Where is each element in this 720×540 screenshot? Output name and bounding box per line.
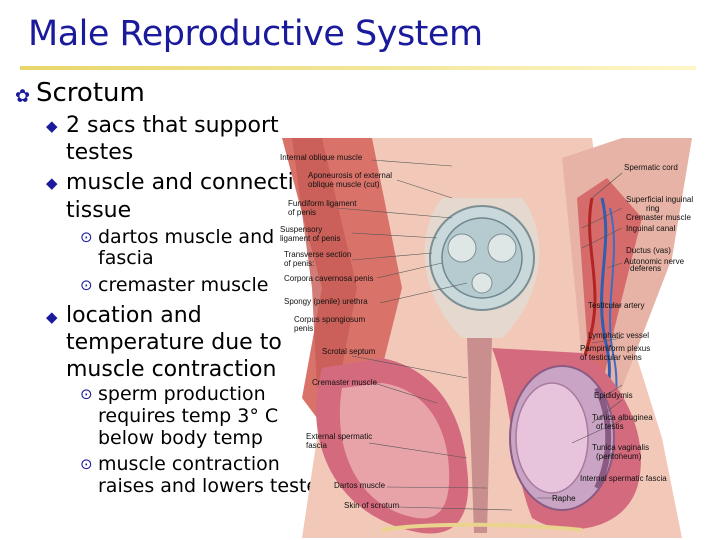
anatomy-drawing — [282, 138, 692, 538]
label-aponeurosis-line2: oblique muscle (cut) — [308, 180, 380, 189]
label-internal-oblique: Internal oblique muscle — [280, 153, 363, 162]
label-transverse-line1: Transverse section — [284, 250, 352, 259]
bullet-location-line1: location and — [66, 303, 202, 328]
bullet-support-line2: testes — [66, 140, 134, 165]
diamond-bullet-icon: ◆ — [46, 308, 58, 326]
label-dartos-muscle: Dartos muscle — [334, 481, 386, 490]
diamond-bullet-icon: ◆ — [46, 117, 58, 135]
circle-dot-bullet-icon: ⊙ — [80, 228, 93, 246]
label-transverse-line2: of penis: — [284, 259, 315, 268]
circle-dot-bullet-icon: ⊙ — [80, 455, 93, 473]
label-suspensory-line2: ligament of penis — [280, 234, 341, 243]
label-fundiform-line2: of penis — [288, 208, 317, 217]
label-superficial-ring-line1: Superficial inguinal — [626, 195, 694, 204]
label-ductus-line1: Ductus (vas) — [626, 246, 671, 255]
flourish-bullet-icon: ✿ — [15, 86, 31, 107]
label-spongy-urethra: Spongy (penile) urethra — [284, 297, 368, 306]
sub-sperm-line2: requires temp 3° C — [98, 405, 279, 427]
diamond-bullet-icon: ◆ — [46, 174, 58, 192]
label-external-spermatic-line2: fascia — [306, 441, 327, 450]
label-epididymis: Epididymis — [594, 391, 633, 400]
label-autonomic-nerve: Autonomic nerve — [624, 257, 685, 266]
label-internal-spermatic-fascia: Internal spermatic fascia — [580, 474, 667, 483]
label-testicular-artery: Testicular artery — [588, 301, 645, 310]
label-superficial-ring-line2: ring — [646, 204, 660, 213]
label-skin-of-scrotum: Skin of scrotum — [344, 501, 400, 510]
label-raphe: Raphe — [552, 494, 576, 503]
circle-dot-bullet-icon: ⊙ — [80, 276, 93, 294]
scrotum-anatomy-illustration: Internal oblique muscle Aponeurosis of e… — [262, 138, 702, 538]
sub-dartos-line2: fascia — [98, 247, 154, 269]
label-lymphatic-vessel: Lymphatic vessel — [588, 331, 650, 340]
label-ductus-line2: deferens — [630, 264, 662, 273]
sub-cremaster: cremaster muscle — [98, 274, 269, 296]
sub-contraction-line2: raises and lowers testes — [98, 475, 329, 497]
label-fundiform-line1: Fundiform ligament — [288, 199, 357, 208]
label-spermatic-cord: Spermatic cord — [624, 163, 678, 172]
label-suspensory-line1: Suspensory — [280, 225, 323, 234]
sub-sperm-line1: sperm production — [98, 383, 266, 405]
label-inguinal-canal: Inguinal canal — [626, 224, 676, 233]
bullet-support-line1: 2 sacs that support — [66, 113, 279, 138]
circle-dot-bullet-icon: ⊙ — [80, 385, 93, 403]
label-tunica-vaginalis-line1: Tunica vaginalis — [592, 443, 650, 452]
bullet-location-line3: muscle contraction — [66, 357, 277, 382]
title-underline — [20, 66, 696, 70]
label-corpora-cavernosa: Corpora cavernosa penis — [284, 274, 374, 283]
sub-contraction-line1: muscle contraction — [98, 453, 280, 475]
label-cremaster-right: Cremaster muscle — [626, 213, 691, 222]
sub-dartos-line1: dartos muscle and — [98, 226, 275, 248]
bullet-location-line2: temperature due to — [66, 330, 282, 355]
label-external-spermatic-line1: External spermatic — [306, 432, 373, 441]
label-tunica-vaginalis-line2: (peritoneum) — [596, 452, 642, 461]
label-tunica-albuginea-line1: Tunica albuginea — [592, 413, 653, 422]
label-corpus-spongiosum-line1: Corpus spongiosum — [294, 315, 366, 324]
bullet-tissue-line2: tissue — [66, 198, 132, 223]
label-corpus-spongiosum-line2: penis — [294, 324, 314, 333]
label-cremaster-muscle: Cremaster muscle — [312, 378, 377, 387]
label-aponeurosis-line1: Aponeurosis of external — [308, 171, 393, 180]
slide-title: Male Reproductive System — [28, 14, 483, 54]
label-tunica-albuginea-line2: of testis — [596, 422, 624, 431]
label-pampiniform-line2: of testicular veins — [580, 353, 642, 362]
level1-heading: Scrotum — [36, 78, 145, 108]
sub-sperm-line3: below body temp — [98, 427, 263, 449]
bullet-tissue-line1: muscle and connective — [66, 170, 321, 195]
label-pampiniform-line1: Pampiniform plexus — [580, 344, 651, 353]
label-scrotal-septum: Scrotal septum — [322, 347, 376, 356]
